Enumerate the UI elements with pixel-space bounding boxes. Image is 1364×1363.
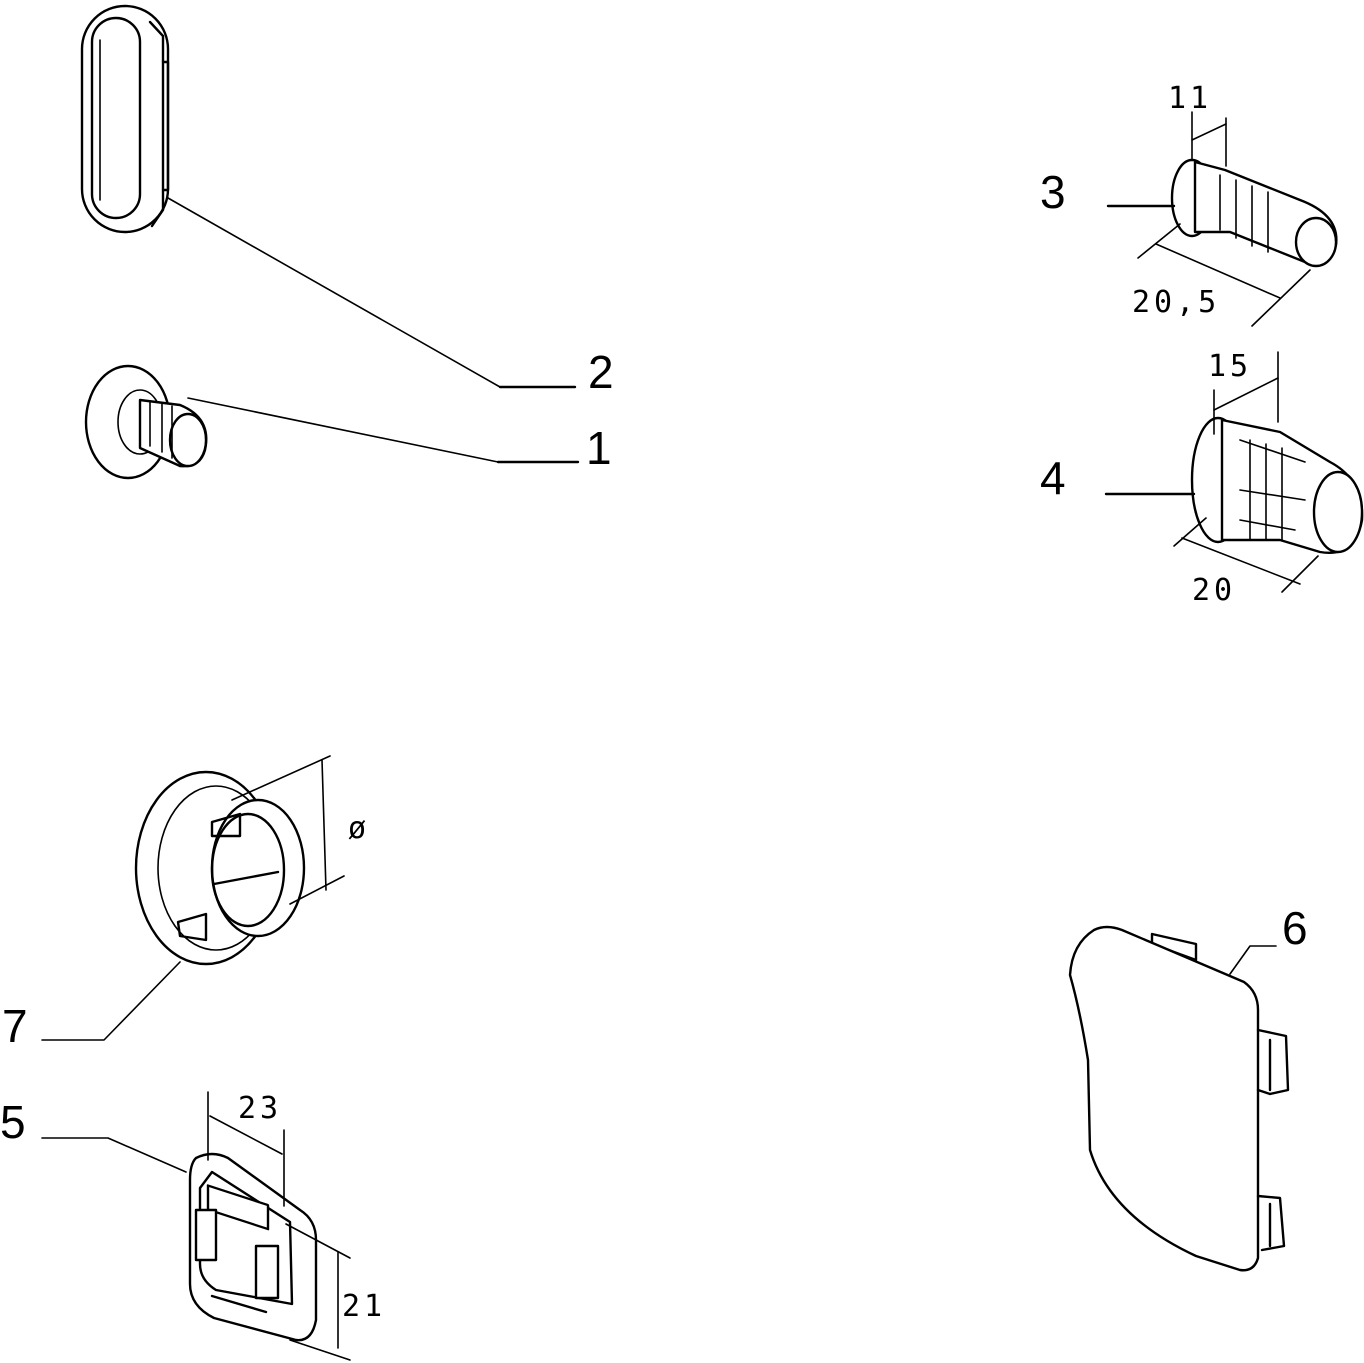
part-4-length-label: 20 bbox=[1192, 573, 1236, 608]
part-4-head-dimension: 15 bbox=[1208, 349, 1279, 435]
part-7-callout: 7 bbox=[2, 1000, 28, 1052]
part-6-cover-cap[interactable] bbox=[1068, 925, 1290, 1272]
part-3-length-label: 20,5 bbox=[1132, 285, 1220, 320]
part-6-callout: 6 bbox=[1282, 902, 1308, 954]
part-3-ribbed-plug[interactable] bbox=[1170, 158, 1338, 268]
part-7-diameter-label: ø bbox=[348, 811, 370, 846]
part-5-width-label: 23 bbox=[238, 1091, 282, 1126]
part-5-width-dimension: 23 bbox=[207, 1091, 285, 1207]
part-5-height-dimension: 21 bbox=[285, 1223, 386, 1361]
part-4-length-dimension: 20 bbox=[1173, 517, 1319, 608]
part-1-small-plug[interactable] bbox=[84, 364, 208, 480]
part-3-head-dimension: 11 bbox=[1168, 81, 1227, 167]
part-5-callout: 5 bbox=[0, 1096, 26, 1148]
part-3-length-dimension: 20,5 bbox=[1132, 223, 1311, 327]
part-6-leader bbox=[1229, 945, 1277, 975]
part-4-large-ribbed-plug[interactable] bbox=[1190, 416, 1364, 554]
part-4-head-label: 15 bbox=[1208, 349, 1252, 384]
part-2-oval-grommet[interactable] bbox=[80, 4, 170, 234]
part-2-leader-line bbox=[167, 197, 501, 388]
part-7-round-grommet[interactable] bbox=[134, 770, 306, 966]
part-4-callout: 4 bbox=[1040, 452, 1066, 504]
part-3-callout: 3 bbox=[1040, 166, 1066, 218]
part-3-head-label: 11 bbox=[1168, 81, 1212, 116]
part-1-leader-line bbox=[187, 397, 499, 463]
part-7-leader bbox=[41, 961, 181, 1041]
part-5-height-label: 21 bbox=[342, 1289, 386, 1324]
part-2-callout: 2 bbox=[588, 346, 614, 398]
part-1-callout: 1 bbox=[586, 422, 612, 474]
part-7-diameter-dimension: ø bbox=[231, 755, 370, 905]
part-5-leader bbox=[41, 1137, 187, 1173]
part-5-square-clip[interactable] bbox=[188, 1152, 318, 1342]
